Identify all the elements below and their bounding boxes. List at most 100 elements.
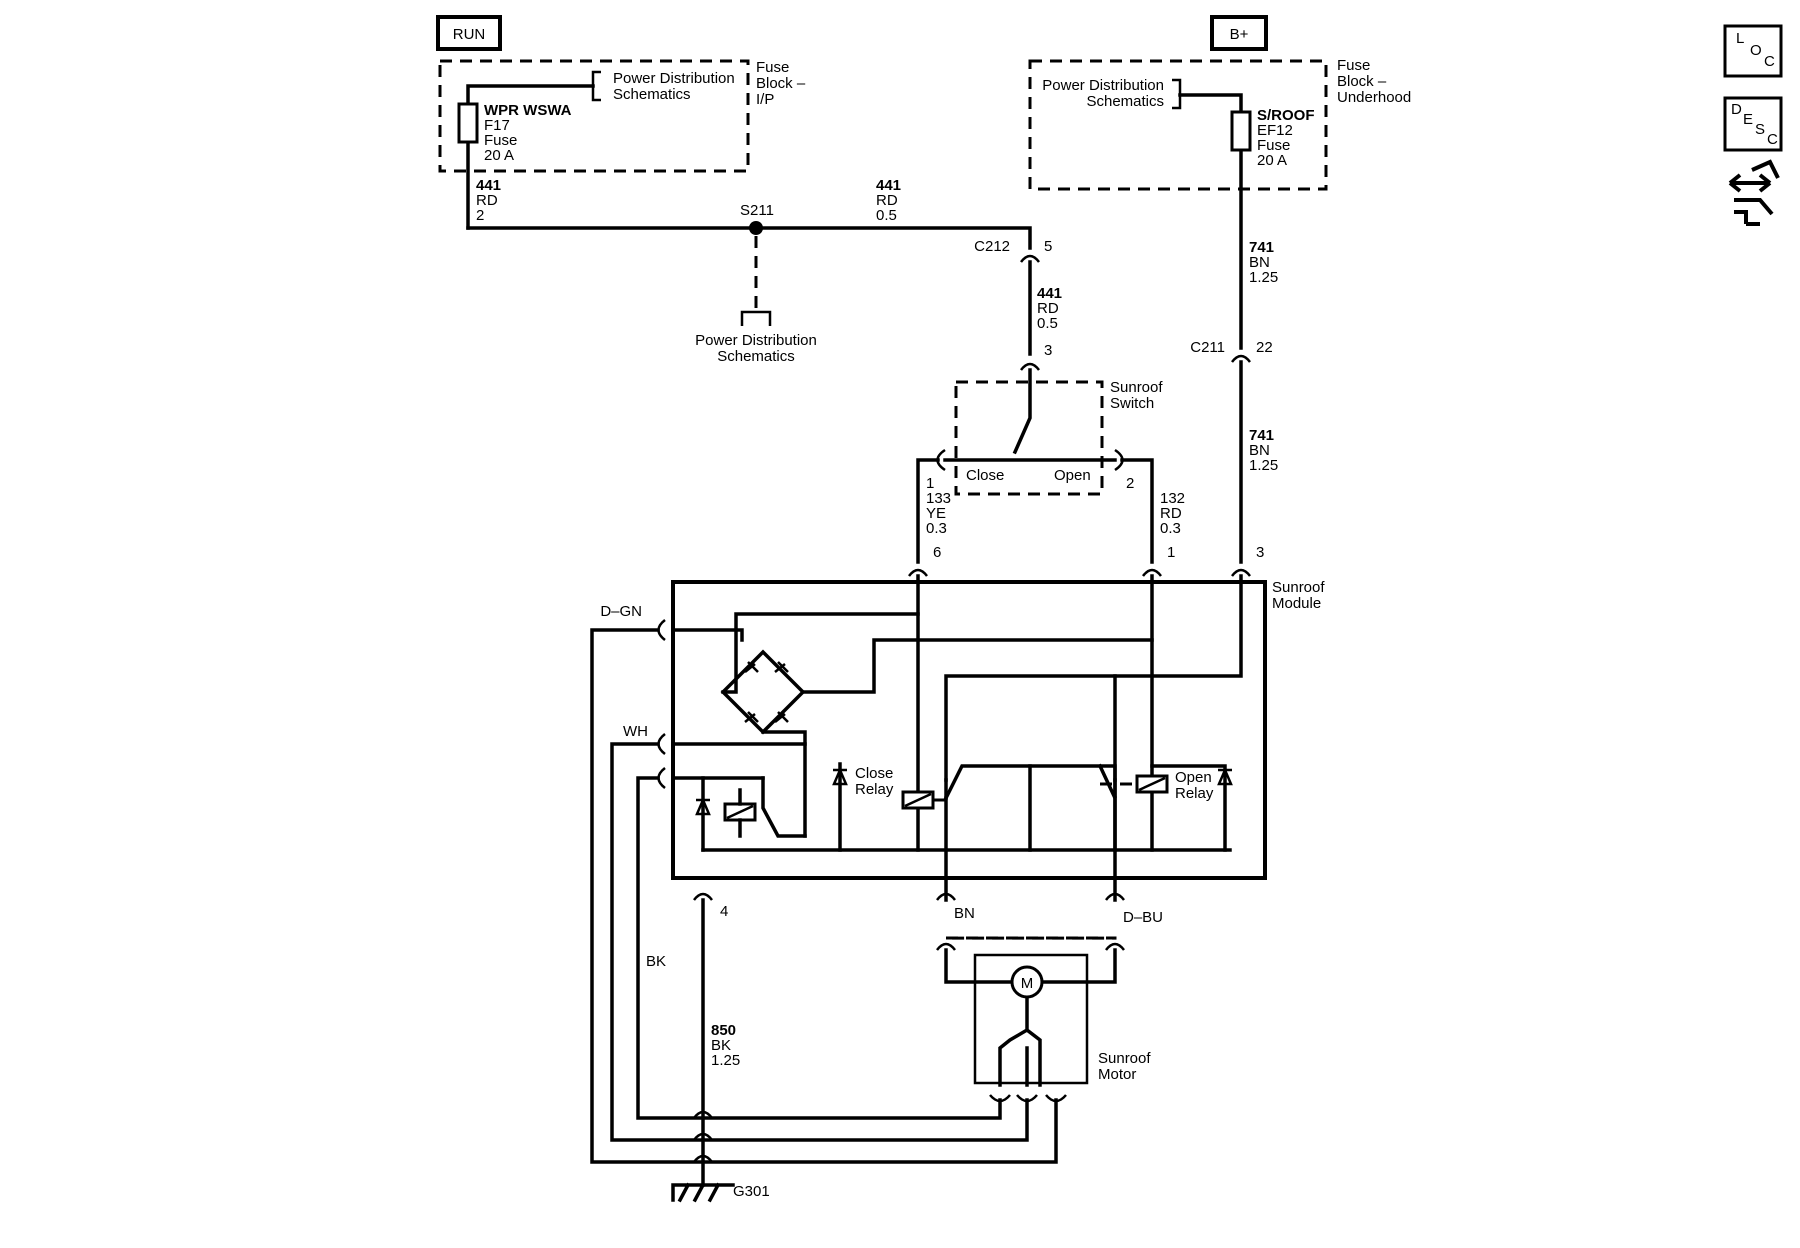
fuse-block-underhood bbox=[1028, 59, 1328, 191]
module-bn-label: BN bbox=[954, 905, 975, 922]
close-relay-coil-slash bbox=[904, 792, 932, 808]
switch-open-label: Open bbox=[1054, 467, 1091, 484]
wire-741a-color: BN bbox=[1249, 254, 1270, 271]
sunroof-switch-box bbox=[954, 380, 1104, 496]
module-pin6-label: 6 bbox=[933, 544, 941, 561]
wire-bk-label: BK bbox=[646, 953, 666, 970]
fuse-ef12-line4: 20 A bbox=[1257, 152, 1287, 169]
sunroof-switch-line1: Sunroof bbox=[1110, 379, 1163, 396]
diode-close-icon bbox=[832, 766, 848, 786]
connector-c211-icon bbox=[1231, 354, 1251, 363]
wire-132-size: 0.3 bbox=[1160, 520, 1181, 537]
power-ref-uh-line2: Schematics bbox=[1086, 93, 1164, 110]
fuse-block-uh-line3: Underhood bbox=[1337, 89, 1411, 106]
fuse-f17-icon bbox=[457, 102, 479, 144]
fuse-f17-line4: 20 A bbox=[484, 147, 514, 164]
wire-441c-size: 0.5 bbox=[1037, 315, 1058, 332]
wire-850-num: 850 bbox=[711, 1022, 736, 1039]
run-label: RUN bbox=[453, 26, 486, 43]
wire-crossovers bbox=[693, 1110, 713, 1163]
switch-pin2-label: 2 bbox=[1126, 475, 1134, 492]
connector-wh-label: WH bbox=[623, 723, 648, 740]
splice-s211-dot bbox=[749, 221, 763, 235]
relay-left-coil-slash bbox=[726, 804, 754, 820]
module-dbu-label: D–BU bbox=[1123, 909, 1163, 926]
fuse-ef12-line1: S/ROOF bbox=[1257, 107, 1315, 124]
wire-bk-return bbox=[636, 776, 1002, 1120]
wire-132 bbox=[1120, 458, 1154, 564]
connector-c211-pin: 22 bbox=[1256, 339, 1273, 356]
loc-icon[interactable]: L O C bbox=[1723, 24, 1783, 78]
power-ref-s211-line2: Schematics bbox=[717, 348, 795, 365]
connector-c212-pin: 5 bbox=[1044, 238, 1052, 255]
open-relay-line1: Open bbox=[1175, 769, 1212, 786]
wire-441a-num: 441 bbox=[476, 177, 501, 194]
desc-letter-1: D bbox=[1731, 101, 1742, 118]
wire-133-size: 0.3 bbox=[926, 520, 947, 537]
sunroof-motor-box bbox=[973, 953, 1089, 1085]
wire-741b-num: 741 bbox=[1249, 427, 1274, 444]
wire-motor bbox=[944, 948, 1117, 984]
desc-letter-2: E bbox=[1743, 111, 1753, 128]
fuse-block-uh-line2: Block – bbox=[1337, 73, 1387, 90]
loc-letter-3: C bbox=[1764, 53, 1775, 70]
fuse-block-ip-line3: I/P bbox=[756, 91, 774, 108]
bplus-label: B+ bbox=[1230, 26, 1249, 43]
desc-icon[interactable]: D E S C bbox=[1723, 96, 1783, 152]
switch-pin1-label: 1 bbox=[926, 475, 934, 492]
bridge-diodes bbox=[744, 661, 789, 723]
sunroof-motor-line2: Motor bbox=[1098, 1066, 1136, 1083]
connector-dgn-label: D–GN bbox=[600, 603, 642, 620]
wire-741a-size: 1.25 bbox=[1249, 269, 1278, 286]
wire-bridge-bottom bbox=[761, 730, 807, 838]
switch-contact bbox=[1012, 368, 1032, 455]
connector-c212-icon bbox=[1020, 254, 1040, 263]
module-pin1-icon bbox=[1142, 568, 1162, 577]
connector-arrows-icon[interactable] bbox=[1728, 159, 1780, 226]
wire-441c-color: RD bbox=[1037, 300, 1059, 317]
fuse-ef12-icon bbox=[1230, 110, 1252, 152]
fuse-f17-line2: F17 bbox=[484, 117, 510, 134]
wire-741b-color: BN bbox=[1249, 442, 1270, 459]
wire-441a-color: RD bbox=[476, 192, 498, 209]
wire-bplus-internal bbox=[944, 574, 1243, 782]
fuse-f17-line3: Fuse bbox=[484, 132, 517, 149]
close-relay-line1b: Relay bbox=[855, 781, 894, 798]
fuse-block-ip-line1: Fuse bbox=[756, 59, 789, 76]
sunroof-module-line2: Module bbox=[1272, 595, 1321, 612]
switch-pin3-label: 3 bbox=[1044, 342, 1052, 359]
power-ref-ip-line2: Schematics bbox=[613, 86, 691, 103]
wire-441b-color: RD bbox=[876, 192, 898, 209]
diode-open-icon bbox=[1217, 766, 1233, 786]
desc-letter-4: C bbox=[1767, 131, 1778, 148]
wire-133-color: YE bbox=[926, 505, 946, 522]
module-pin1-label: 1 bbox=[1167, 544, 1175, 561]
module-dbu-icon bbox=[1105, 892, 1125, 901]
connector-c211-label: C211 bbox=[1190, 339, 1225, 356]
connector-c212-label: C212 bbox=[974, 238, 1010, 255]
wire-133-num: 133 bbox=[926, 490, 951, 507]
module-pin3-label: 3 bbox=[1256, 544, 1264, 561]
wire-441-main bbox=[466, 226, 1032, 250]
module-pin3-icon bbox=[1231, 568, 1251, 577]
wire-bridge-right bbox=[801, 638, 1154, 694]
wire-dgn-internal bbox=[671, 612, 920, 694]
motor-connector-icons bbox=[936, 942, 1125, 951]
wire-741a-num: 741 bbox=[1249, 239, 1274, 256]
wire-dgn-return bbox=[590, 628, 1058, 1164]
fuse-ef12-line3: Fuse bbox=[1257, 137, 1290, 154]
desc-letter-3: S bbox=[1755, 121, 1765, 138]
wire-132-num: 132 bbox=[1160, 490, 1185, 507]
loc-letter-1: L bbox=[1736, 30, 1744, 47]
wire-motor-feeds bbox=[944, 796, 1117, 902]
wire-441c-num: 441 bbox=[1037, 285, 1062, 302]
switch-pin3-icon bbox=[1020, 362, 1040, 371]
sunroof-module-line1: Sunroof bbox=[1272, 579, 1325, 596]
relay-left-contact bbox=[761, 776, 807, 838]
wire-850-size: 1.25 bbox=[711, 1052, 740, 1069]
wire-132-color: RD bbox=[1160, 505, 1182, 522]
motor-switch bbox=[998, 996, 1042, 1087]
open-relay-coil-slash bbox=[1138, 776, 1166, 792]
fuse-block-uh-line1: Fuse bbox=[1337, 57, 1370, 74]
sunroof-motor-line1: Sunroof bbox=[1098, 1050, 1151, 1067]
